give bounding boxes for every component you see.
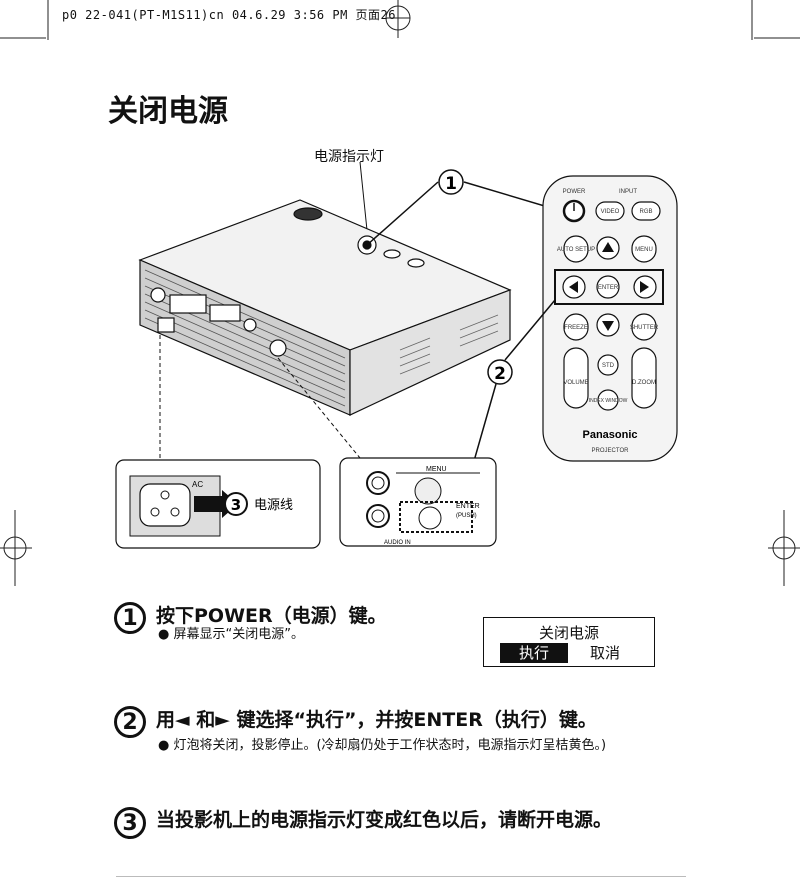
step-3-number: 3	[114, 807, 146, 839]
page-title: 关闭电源	[108, 94, 228, 129]
remote-dzoom-label: D.ZOOM	[632, 380, 656, 386]
remote-auto-setup-button: AUTO SETUP	[557, 247, 595, 253]
remote-power-label: POWER	[563, 189, 586, 195]
remote-enter-button: ENTER	[598, 285, 619, 291]
step-1-number: 1	[114, 602, 146, 634]
remote-model: PROJECTOR	[592, 448, 630, 454]
step-3-title: 当投影机上的电源指示灯变成红色以后，请断开电源。	[156, 809, 613, 831]
remote-input-label: INPUT	[619, 189, 637, 195]
remote-freeze-button: FREEZE	[564, 325, 588, 331]
audio-in-label: AUDIO IN	[384, 540, 411, 546]
step-2-number: 2	[114, 706, 146, 738]
bottom-rule	[116, 876, 686, 877]
ac-label: AC	[192, 480, 203, 489]
osd-cancel-option[interactable]: 取消	[590, 644, 621, 662]
osd-power-off-menu: 关闭电源 执行 取消	[483, 617, 655, 667]
step-2-note: ● 灯泡将关闭，投影停止。(冷却扇仍处于工作状态时，电源指示灯呈桔黄色。)	[158, 738, 607, 753]
indicator-label: 电源指示灯	[314, 149, 384, 165]
ac-inlet-detail	[115, 459, 321, 549]
remote-video-button: VIDEO	[601, 209, 620, 215]
projector-illustration: 1 POWER INPUT VIDEO RGB AUTO SETUP MENU …	[115, 161, 678, 549]
step-1-note: ● 屏幕显示“关闭电源”。	[158, 627, 304, 642]
remote-arrows	[569, 242, 649, 331]
callout-3-num: 3	[231, 496, 241, 514]
step-1-title: 按下POWER（电源）键。	[156, 605, 387, 627]
remote-control	[542, 175, 678, 462]
power-cord-label: 电源线	[254, 498, 293, 513]
menu-label: MENU	[426, 466, 447, 473]
callout-1-num: 1	[445, 174, 457, 194]
enter-label: ENTER	[456, 503, 480, 510]
push-label: (PUSH)	[456, 513, 477, 519]
print-header: p0 22-041(PT-M1S11)cn 04.6.29 3:56 PM 页面…	[62, 8, 396, 22]
callout-1	[366, 169, 559, 246]
osd-execute-option[interactable]: 执行	[500, 643, 568, 663]
callout-2-num: 2	[494, 364, 506, 384]
remote-index-window-button: INDEX WINDOW	[589, 398, 628, 404]
remote-volume-label: VOLUME	[563, 380, 588, 386]
osd-title: 关闭电源	[538, 624, 599, 642]
remote-rgb-button: RGB	[639, 209, 652, 215]
step-2-title: 用◄ 和► 键选择“执行”，并按ENTER（执行）键。	[156, 709, 597, 731]
remote-brand: Panasonic	[582, 429, 637, 441]
remote-std-button: STD	[602, 363, 615, 369]
remote-menu-button: MENU	[635, 247, 653, 253]
remote-shutter-button: SHUTTER	[630, 325, 659, 331]
projector-body	[138, 199, 512, 416]
control-panel-detail	[339, 457, 497, 547]
